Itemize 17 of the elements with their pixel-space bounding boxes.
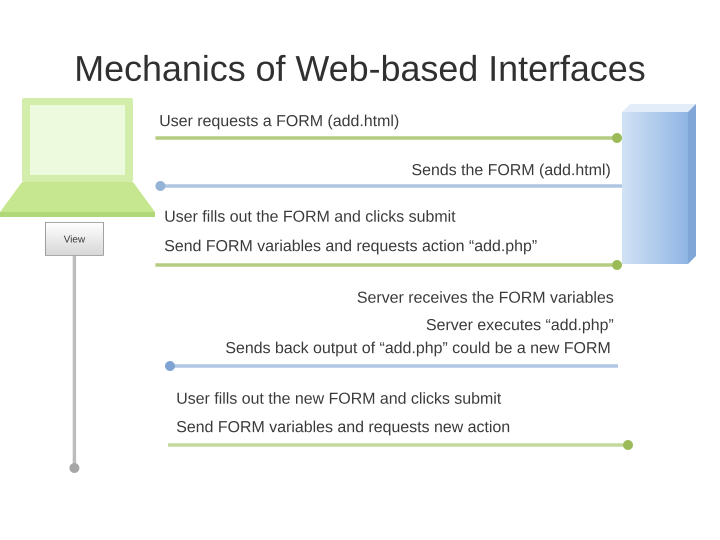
- edge-label: Sends the FORM (add.html): [412, 164, 610, 178]
- arrow: [155, 181, 622, 191]
- edge-label: Send FORM variables and requests action “add.php”: [164, 240, 537, 254]
- step-note: Sends back output of “add.php” could be a new FORM: [226, 342, 610, 356]
- step-note: Send FORM variables and requests new action: [176, 420, 510, 436]
- view-box: View: [45, 222, 104, 256]
- laptop-picture: [0, 98, 155, 217]
- arrow: [155, 133, 622, 143]
- step-note: Server receives the FORM variables: [358, 291, 614, 303]
- slide-title: Mechanics of Web-based Interfaces: [77, 54, 644, 82]
- step-note: Server executes “add.php”: [426, 318, 614, 334]
- step-note: User fills out the FORM and clicks submit: [165, 210, 456, 222]
- arrow: [155, 260, 622, 270]
- edge-label: User requests a FORM (add.html): [160, 114, 398, 130]
- step-note: User fills out the new FORM and clicks submit: [177, 392, 502, 404]
- server-picture: [622, 104, 696, 264]
- lifeline-arrow: [69, 256, 80, 473]
